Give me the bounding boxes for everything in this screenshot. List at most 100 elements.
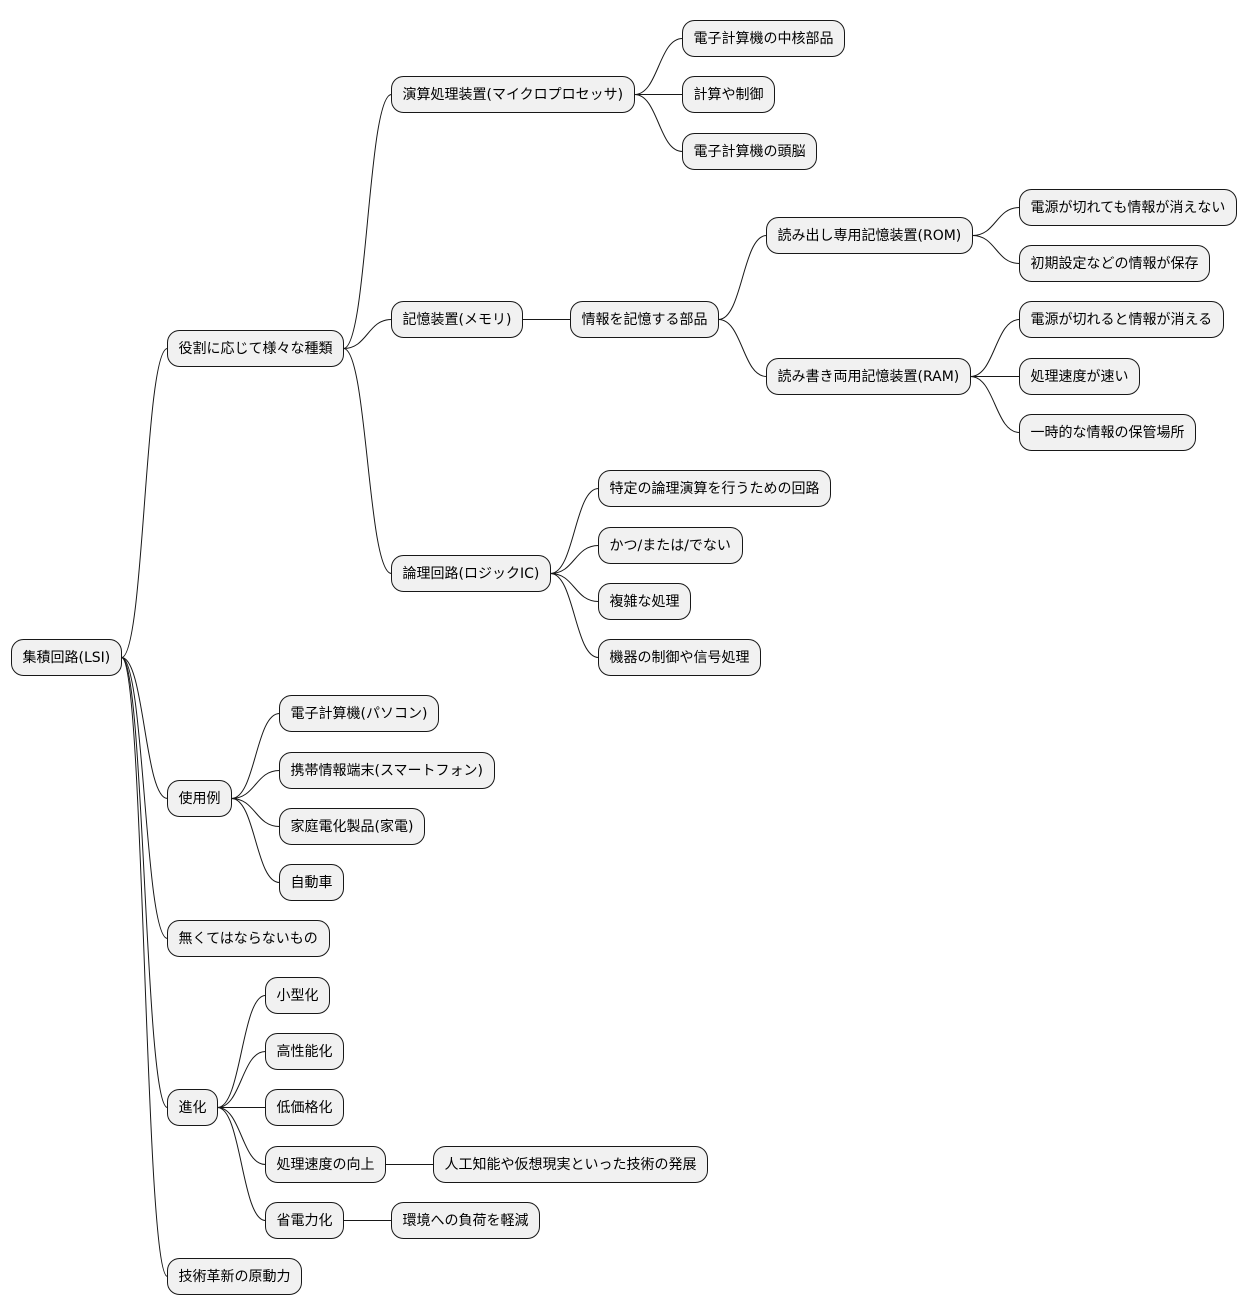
edge-logic-logic-4 <box>550 573 599 658</box>
node-label: 低価格化 <box>277 1100 333 1116</box>
node-label: 高性能化 <box>277 1043 333 1060</box>
edge-types-memory <box>343 319 392 349</box>
edge-examples-ex-car <box>231 798 280 883</box>
node-label: 電子計算機の頭脳 <box>694 144 806 160</box>
edge-examples-ex-pc <box>231 713 280 799</box>
node-evo-perf: 高性能化 <box>265 1033 344 1070</box>
node-evolution: 進化 <box>167 1089 218 1126</box>
node-label: 技術革新の原動力 <box>179 1269 291 1285</box>
node-ex-home: 家庭電化製品(家電) <box>279 808 425 845</box>
node-label: かつ/または/でない <box>610 538 731 554</box>
edge-logic-logic-2 <box>550 545 599 574</box>
node-logic-4: 機器の制御や信号処理 <box>598 639 761 676</box>
edge-lsi-evolution <box>121 657 168 1108</box>
node-cpu-brain: 電子計算機の頭脳 <box>682 133 817 170</box>
node-box <box>279 695 439 732</box>
node-label: 環境への負荷を軽減 <box>403 1212 529 1229</box>
edge-types-logic <box>343 348 392 574</box>
edge-ram-ram-3 <box>970 376 1020 433</box>
node-cpu-core: 電子計算機の中核部品 <box>682 20 845 57</box>
node-box <box>1019 358 1140 395</box>
node-box <box>1019 414 1196 451</box>
edge-rom-rom-2 <box>972 235 1020 264</box>
node-box <box>1019 189 1237 226</box>
node-logic-1: 特定の論理演算を行うための回路 <box>598 470 831 507</box>
node-box <box>167 780 232 817</box>
node-label: 初期設定などの情報が保存 <box>1031 255 1199 272</box>
node-evo-ai: 人工知能や仮想現実といった技術の発展 <box>433 1146 708 1183</box>
node-box <box>391 301 523 338</box>
edge-evolution-evo-perf <box>217 1051 266 1108</box>
node-evo-speed: 処理速度の向上 <box>265 1146 386 1183</box>
node-label: 家庭電化製品(家電) <box>291 818 414 835</box>
node-box <box>570 301 719 338</box>
node-logic-2: かつ/または/でない <box>598 527 743 564</box>
node-innovation: 技術革新の原動力 <box>167 1258 302 1295</box>
node-box <box>265 1033 344 1070</box>
node-label: 省電力化 <box>277 1213 333 1229</box>
node-label: 複雑な処理 <box>610 593 680 610</box>
node-label: 論理回路(ロジックIC) <box>403 566 540 582</box>
node-box <box>279 752 495 789</box>
node-box <box>1019 301 1224 338</box>
node-box <box>391 76 635 113</box>
edge-lsi-types <box>121 348 168 658</box>
node-box <box>167 1258 302 1295</box>
node-box <box>391 1202 540 1239</box>
edge-evolution-evo-small <box>217 995 266 1108</box>
node-label: 電源が切れても情報が消えない <box>1031 200 1226 216</box>
edge-types-cpu <box>343 94 392 349</box>
node-box <box>391 555 551 592</box>
node-label: 情報を記憶する部品 <box>582 311 708 328</box>
edge-lsi-essential <box>121 657 168 939</box>
node-box <box>265 1089 344 1126</box>
node-label: 計算や制御 <box>694 87 764 103</box>
node-label: 特定の論理演算を行うための回路 <box>610 481 820 497</box>
node-label: 進化 <box>179 1100 207 1116</box>
node-box <box>766 217 973 254</box>
node-rom-2: 初期設定などの情報が保存 <box>1019 245 1210 282</box>
edge-lsi-examples <box>121 657 168 799</box>
edge-ram-ram-1 <box>970 319 1020 377</box>
node-ram-1: 電源が切れると情報が消える <box>1019 301 1224 338</box>
node-ex-pc: 電子計算機(パソコン) <box>279 695 439 732</box>
node-logic-3: 複雑な処理 <box>598 583 691 620</box>
node-rom-1: 電源が切れても情報が消えない <box>1019 189 1237 226</box>
node-label: 記憶装置(メモリ) <box>403 311 512 328</box>
node-lsi: 集積回路(LSI) <box>11 639 122 676</box>
node-evo-power: 省電力化 <box>265 1202 344 1239</box>
node-box <box>265 1146 386 1183</box>
node-label: 無くてはならないもの <box>179 931 318 947</box>
edge-mem-part-ram <box>718 319 767 377</box>
node-ex-car: 自動車 <box>279 864 344 901</box>
node-box <box>598 470 831 507</box>
node-label: 集積回路(LSI) <box>23 649 111 666</box>
node-box <box>11 639 122 676</box>
node-label: 携帯情報端末(スマートフォン) <box>291 763 484 779</box>
node-label: 小型化 <box>277 988 319 1004</box>
node-box <box>682 20 845 57</box>
node-evo-env: 環境への負荷を軽減 <box>391 1202 540 1239</box>
node-label: 使用例 <box>179 790 221 807</box>
node-box <box>279 864 344 901</box>
node-label: 一時的な情報の保管場所 <box>1031 425 1185 441</box>
node-box <box>265 1202 344 1239</box>
node-box <box>682 76 775 113</box>
node-ram-3: 一時的な情報の保管場所 <box>1019 414 1196 451</box>
edge-examples-ex-home <box>231 798 280 827</box>
node-label: 処理速度が速い <box>1031 369 1129 385</box>
edge-lsi-innovation <box>121 657 168 1277</box>
edge-cpu-cpu-brain <box>634 94 683 152</box>
node-box <box>1019 245 1210 282</box>
mindmap-edges <box>121 38 1020 1277</box>
node-label: 読み書き両用記憶装置(RAM) <box>778 368 960 385</box>
edge-cpu-cpu-core <box>634 38 683 95</box>
node-box <box>598 639 761 676</box>
node-label: 演算処理装置(マイクロプロセッサ) <box>403 87 624 103</box>
node-box <box>167 920 330 957</box>
node-label: 自動車 <box>291 874 333 891</box>
node-types: 役割に応じて様々な種類 <box>167 330 344 367</box>
node-box <box>265 977 330 1014</box>
node-label: 処理速度の向上 <box>277 1157 375 1173</box>
mindmap-nodes: 集積回路(LSI) 役割に応じて様々な種類 演算処理装置(マイクロプロセッサ) 電子計… <box>11 20 1237 1295</box>
